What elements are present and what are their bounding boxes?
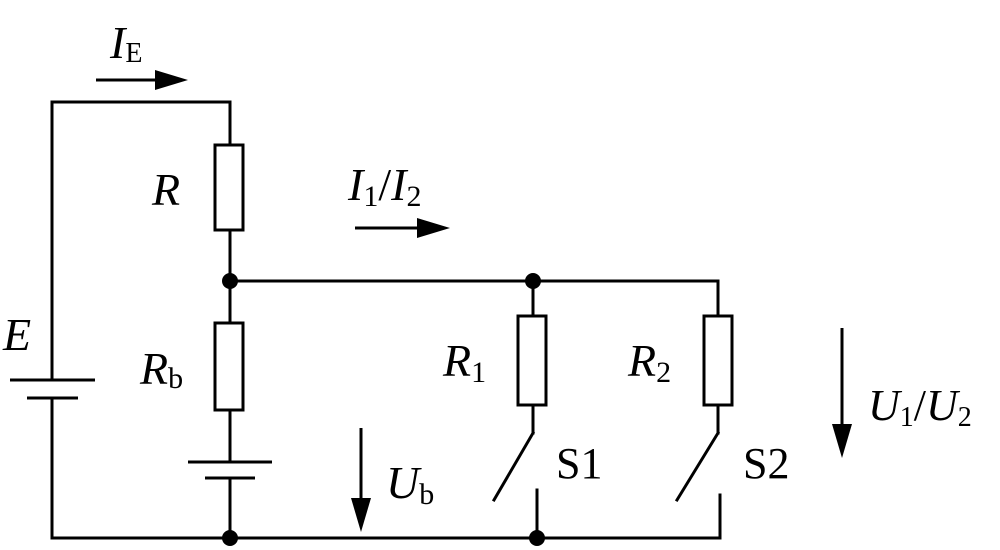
label-u1-u2: U1/U2 <box>868 381 972 433</box>
label-ie: IE <box>109 17 142 69</box>
junction-dot-rb-top <box>222 273 238 289</box>
label-i1-i2: I1/I2 <box>347 159 421 213</box>
arrow-ub <box>351 428 371 532</box>
switch-s2-blade <box>674 430 721 503</box>
battery-ub <box>188 460 272 480</box>
battery-e <box>10 378 95 400</box>
wire-left-bottom <box>50 396 722 540</box>
wires <box>50 100 722 540</box>
label-r: R <box>151 164 180 215</box>
switch-s1-blade <box>491 430 536 503</box>
arrow-ie <box>96 70 188 90</box>
label-s1: S1 <box>556 439 602 488</box>
junction-dot-bottom-left <box>222 530 238 546</box>
label-r2: R2 <box>627 335 671 389</box>
resistor-rb <box>213 321 245 412</box>
resistor-r1 <box>516 314 548 407</box>
label-rb: Rb <box>139 343 183 395</box>
resistor-r2 <box>702 314 734 407</box>
label-r1: R1 <box>442 335 486 389</box>
wire-top-rail <box>228 279 720 318</box>
label-e: E <box>2 309 31 360</box>
resistor-r <box>213 143 245 232</box>
arrow-i1-i2 <box>355 218 450 238</box>
wire-left-top <box>50 100 232 382</box>
arrow-u1-u2 <box>832 328 852 458</box>
label-ub: Ub <box>386 457 434 511</box>
label-s2: S2 <box>743 439 789 488</box>
junction-dot-r1-top <box>525 273 541 289</box>
junction-dot-bottom-mid <box>529 530 545 546</box>
